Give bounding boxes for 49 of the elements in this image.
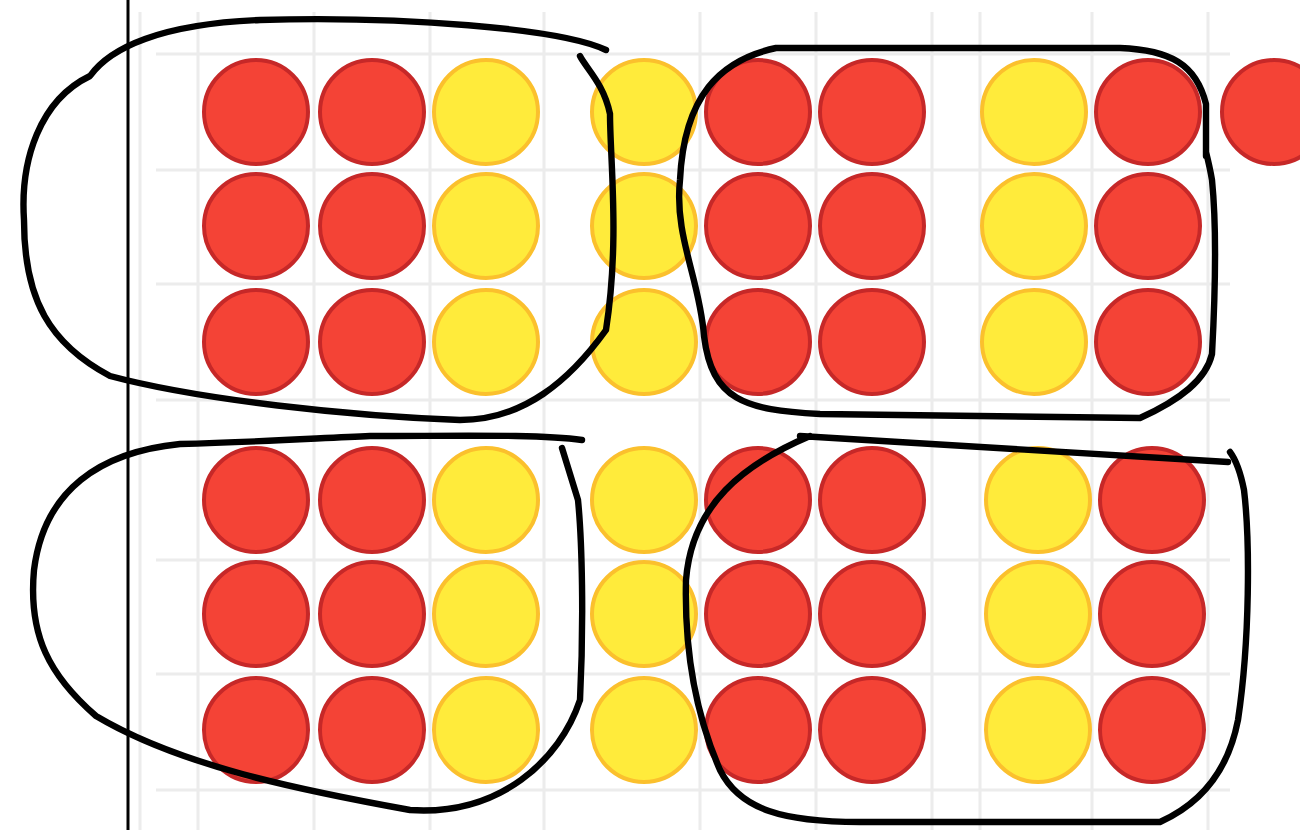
counter	[590, 560, 698, 668]
counter	[432, 676, 540, 784]
counter	[1094, 58, 1202, 166]
counter	[202, 58, 310, 166]
counter	[980, 288, 1088, 396]
counter	[1098, 676, 1206, 784]
counter	[202, 288, 310, 396]
counter	[590, 446, 698, 554]
counter	[818, 288, 926, 396]
counter	[1094, 288, 1202, 396]
counter	[318, 446, 426, 554]
counter	[818, 676, 926, 784]
counter	[818, 560, 926, 668]
counter	[432, 288, 540, 396]
counter	[432, 58, 540, 166]
hand-drawn-loop	[24, 428, 588, 820]
counter	[1220, 58, 1300, 166]
counter	[432, 172, 540, 280]
counter	[704, 288, 812, 396]
counter	[590, 58, 698, 166]
counter	[202, 446, 310, 554]
counter	[202, 560, 310, 668]
counter	[202, 172, 310, 280]
counter	[318, 58, 426, 166]
counter	[818, 172, 926, 280]
counter	[318, 288, 426, 396]
counter	[984, 560, 1092, 668]
counter	[980, 58, 1088, 166]
counter	[590, 288, 698, 396]
counter	[590, 676, 698, 784]
counter	[980, 172, 1088, 280]
counter	[432, 446, 540, 554]
counter	[704, 58, 812, 166]
counter	[1098, 560, 1206, 668]
counter	[704, 446, 812, 554]
counter	[704, 172, 812, 280]
counter	[202, 676, 310, 784]
counter	[818, 58, 926, 166]
counter	[984, 446, 1092, 554]
counter	[318, 676, 426, 784]
counter	[1098, 446, 1206, 554]
counter	[318, 560, 426, 668]
counter	[984, 676, 1092, 784]
counter	[318, 172, 426, 280]
counter	[818, 446, 926, 554]
counter	[1094, 172, 1202, 280]
counter	[704, 560, 812, 668]
counter	[704, 676, 812, 784]
counter	[432, 560, 540, 668]
